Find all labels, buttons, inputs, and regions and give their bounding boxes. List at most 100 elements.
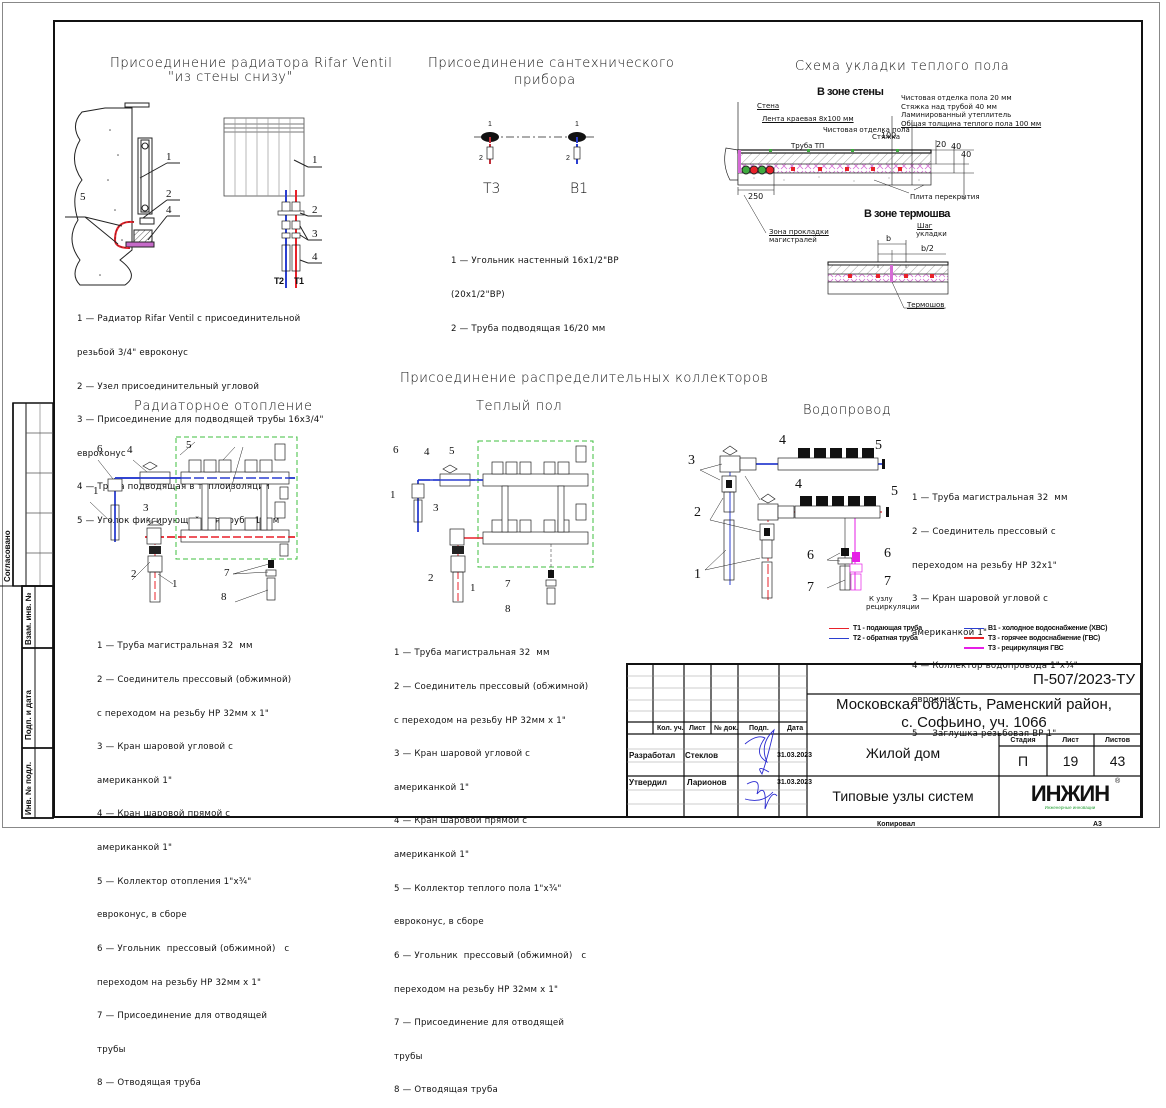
wall-zone-title: В зоне стены <box>817 86 884 98</box>
label-step-1: Шаг <box>917 222 933 230</box>
legend-line: 7 — Присоединение для отводящей <box>394 1018 565 1029</box>
pipe-legend-label: T3 - горячее водоснабжение (ГВС) <box>988 635 1101 642</box>
floor-thermo-section <box>827 240 949 309</box>
legend-line: 4 — Кран шаровой прямой с <box>97 809 231 820</box>
pipe-legend-label: T3 - рециркуляция ГВС <box>988 645 1064 652</box>
role-developed: Разработал <box>629 751 676 760</box>
pipe-legend-left: T1 - подающая труба T2 - обратная труба <box>829 624 922 644</box>
callout-fh-1a: 1 <box>390 489 396 501</box>
legend-line: 3 — Присоединение для подводящей трубы 1… <box>77 415 324 426</box>
callout-fh-2: 2 <box>428 572 434 584</box>
dim-40a: 40 <box>951 142 962 151</box>
label-mains-zone-2: магистралей <box>769 236 817 244</box>
logo-tagline: Инженерные инновации <box>1044 805 1096 810</box>
sanitary-label-t3: T3 <box>483 181 501 197</box>
label-mains-zone-1: Зона прокладки <box>769 228 829 236</box>
sheet-outer-border <box>2 2 1160 828</box>
label-pipe: Труба ТП <box>791 142 825 150</box>
legend-line: евроконус <box>77 448 126 459</box>
callout-rh-3: 3 <box>143 502 149 514</box>
side-cell-inv-original: Инв. № подл. <box>24 761 33 815</box>
legend-line: с переходом на резьбу НР 32мм x 1" <box>97 708 270 719</box>
callout-w-7b: 7 <box>884 574 891 589</box>
layer-line: Чистовая отделка пола 20 мм <box>901 94 1012 102</box>
label-b2: b/2 <box>921 244 934 253</box>
label-slab: Плита перекрытия <box>910 193 980 201</box>
label-edge-tape: Лента краевая 8x100 мм <box>762 115 854 123</box>
dim-40b: 40 <box>961 150 972 159</box>
legend-line: американкой 1" <box>97 843 173 854</box>
callout-rh-2: 2 <box>131 568 137 580</box>
pipe-legend-right: B1 - холодное водоснабжение (ХВС) T3 - г… <box>964 624 1107 654</box>
legend-line: (20x1/2"ВР) <box>451 290 505 301</box>
legend-line: 1 — Труба магистральная 32 мм <box>97 641 253 652</box>
sanitary-legend: 1 — Угольник настенный 16x1/2"ВР (20x1/2… <box>451 234 619 346</box>
legend-line: 8 — Отводящая труба <box>97 1078 201 1089</box>
company-logo: ИНЖИН <box>1030 781 1110 806</box>
callout-radiator-1: 1 <box>166 151 172 163</box>
object-name: Жилой дом <box>865 745 941 761</box>
stage-value: П <box>1017 753 1029 769</box>
sanitary-callout-2a: 2 <box>479 155 483 162</box>
legend-line: евроконус, в сборе <box>394 917 484 928</box>
label-wall: Стена <box>757 102 780 110</box>
pipe-legend-item: B1 - холодное водоснабжение (ХВС) <box>964 624 1107 634</box>
callout-rh-8: 8 <box>221 591 227 603</box>
callout-radiator-front-2: 2 <box>312 204 318 216</box>
logo-registered-mark: ® <box>1115 778 1121 785</box>
callout-w-5a: 5 <box>875 438 882 453</box>
radiator-drawing <box>65 102 322 288</box>
pipe-legend-label: B1 - холодное водоснабжение (ХВС) <box>988 625 1108 632</box>
sanitary-drawing <box>474 132 596 165</box>
collectors-title: Присоединение распределительных коллекто… <box>400 371 769 386</box>
legend-line: 5 — Коллектор отопления 1"x¾" <box>97 876 252 887</box>
legend-line: переходом на резьбу НР 32мм x 1" <box>97 977 262 988</box>
label-step-2: укладки <box>916 230 947 238</box>
dim-20: 20 <box>936 140 947 149</box>
pipe-legend-item: T3 - горячее водоснабжение (ГВС) <box>964 634 1107 644</box>
col-header-kol-uch: Кол. уч. <box>657 725 684 732</box>
recirc-label-2: рециркуляции <box>866 603 920 611</box>
sheet-header: Лист <box>1062 737 1079 744</box>
legend-line: 3 — Кран шаровой угловой с <box>97 742 234 753</box>
legend-line: 1 — Труба магистральная 32 мм <box>912 493 1068 504</box>
callout-w-6a: 6 <box>807 548 814 563</box>
sanitary-callout-1a: 1 <box>488 121 492 128</box>
thermo-zone-title: В зоне термошва <box>864 208 950 220</box>
address-line-1: Московская область, Раменский район, <box>836 696 1112 713</box>
radiator-manifold-drawing <box>89 436 298 603</box>
callout-w-1: 1 <box>694 567 701 582</box>
col-header-date: Дата <box>787 725 804 732</box>
callout-w-5b: 5 <box>891 484 898 499</box>
col-header-doc: № док. <box>714 725 738 732</box>
sanitary-title-1: Присоединение сантехнического <box>428 56 675 71</box>
radiator-heating-legend: 1 — Труба магистральная 32 мм 2 — Соедин… <box>97 619 291 1101</box>
legend-line: 3 — Кран шаровой угловой с <box>394 749 531 760</box>
callout-radiator-2: 2 <box>166 188 172 200</box>
label-screed: Стяжка <box>872 133 900 141</box>
sanitary-callout-1b: 1 <box>575 121 579 128</box>
callout-radiator-front-4: 4 <box>312 251 318 263</box>
legend-line: 2 — Труба подводящая 16/20 мм <box>451 323 606 334</box>
legend-line: 8 — Отводящая труба <box>394 1085 498 1096</box>
title-block-grid <box>626 663 1142 818</box>
legend-line: 1 — Радиатор Rifar Ventil с присоедините… <box>77 314 301 325</box>
name-approved: Ларионов <box>687 778 727 787</box>
floor-heating-legend: 1 — Труба магистральная 32 мм 2 — Соедин… <box>394 626 588 1108</box>
water-manifold-drawing <box>699 445 889 600</box>
pipe-legend-item: T2 - обратная труба <box>829 634 922 644</box>
callout-w-7a: 7 <box>807 580 814 595</box>
legend-line: 4 — Кран шаровой прямой с <box>394 816 528 827</box>
pipe-line-swatch <box>964 637 984 640</box>
floor-title: Схема укладки теплого пола <box>795 59 1010 74</box>
dim-250: 250 <box>748 192 764 201</box>
callout-radiator-5: 5 <box>80 191 86 203</box>
pipe-line-swatch <box>829 627 849 629</box>
callout-fh-3: 3 <box>433 502 439 514</box>
legend-line: американкой 1" <box>912 627 988 638</box>
pipe-legend-label: T1 - подающая труба <box>853 625 922 632</box>
callout-rh-4: 4 <box>127 444 133 456</box>
callout-w-2: 2 <box>694 505 701 520</box>
drawing-frame <box>53 20 1143 818</box>
callout-rh-7: 7 <box>224 567 230 579</box>
